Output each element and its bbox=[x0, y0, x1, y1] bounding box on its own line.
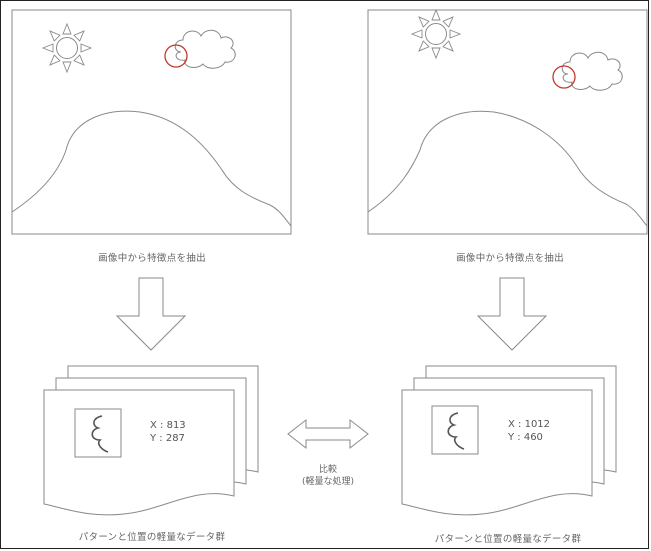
right-data-caption: パターンと位置の軽量なデータ群 bbox=[434, 534, 582, 545]
right-data-stack bbox=[401, 365, 617, 516]
right-image-panel bbox=[367, 9, 648, 235]
right-sun-icon bbox=[411, 9, 461, 59]
left-sun-icon bbox=[42, 23, 92, 73]
right-hill-outline bbox=[367, 110, 648, 227]
left-hill-outline bbox=[11, 110, 292, 227]
left-pattern-box bbox=[74, 408, 122, 458]
left-data-caption: パターンと位置の軽量なデータ群 bbox=[78, 532, 226, 543]
left-feature-highlight bbox=[164, 44, 188, 68]
right-coordinates: X : 1012 Y : 460 bbox=[508, 418, 550, 444]
right-extract-caption: 画像中から特徴点を抽出 bbox=[456, 253, 564, 264]
left-extract-caption: 画像中から特徴点を抽出 bbox=[98, 253, 206, 264]
compare-label-line1: 比較 bbox=[318, 465, 337, 475]
right-coord-x: X : 1012 bbox=[508, 419, 551, 430]
compare-double-arrow bbox=[287, 418, 369, 450]
compare-label: 比較 (軽量な処理) bbox=[302, 464, 354, 488]
left-coord-y: Y : 287 bbox=[150, 433, 185, 444]
left-image-panel bbox=[11, 9, 292, 235]
compare-label-line2: (軽量な処理) bbox=[301, 477, 355, 487]
left-coordinates: X : 813 Y : 287 bbox=[150, 419, 186, 445]
left-coord-x: X : 813 bbox=[150, 420, 186, 431]
left-data-stack bbox=[43, 365, 259, 516]
left-down-arrow bbox=[116, 277, 186, 351]
right-down-arrow bbox=[477, 277, 547, 351]
right-feature-highlight bbox=[552, 65, 576, 89]
right-coord-y: Y : 460 bbox=[508, 432, 543, 443]
